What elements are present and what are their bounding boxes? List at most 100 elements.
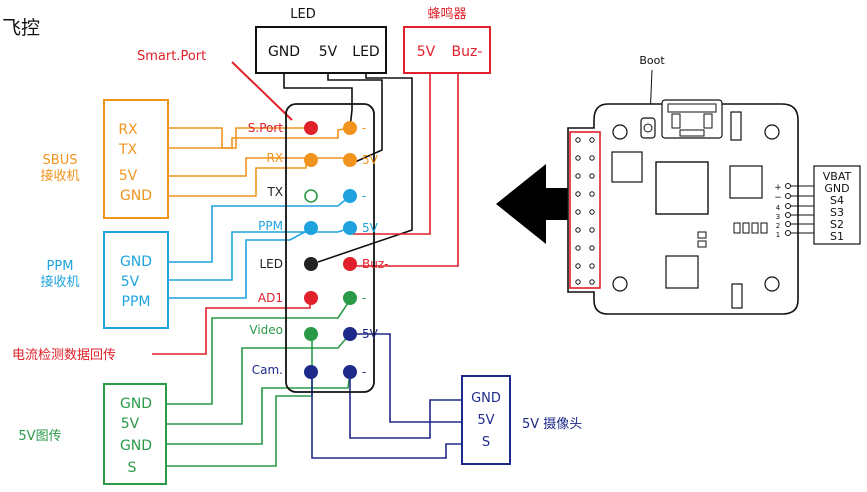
pin-mark-2: 2 [776, 222, 780, 230]
pad-rlabel-8: - [362, 365, 366, 379]
wire-sbus-5v [168, 157, 350, 177]
pad-video-5v [343, 327, 357, 341]
current-label: 电流检测数据回传 [12, 348, 116, 363]
buzzer-pin-buz: Buz- [452, 44, 483, 60]
camera-pin-gnd: GND [471, 391, 501, 406]
led-title: LED [290, 7, 315, 22]
mount-hole-br [764, 276, 780, 292]
mount-hole-tl [612, 124, 628, 140]
wire-buzzer-buz [356, 73, 459, 267]
camera-pin-5v: 5V [477, 413, 494, 428]
pad-cam [304, 365, 318, 379]
sbus-pin-gnd: GND [120, 188, 152, 204]
pad-rx-5v [343, 153, 357, 167]
pad-sport-gnd [343, 121, 357, 135]
boot-button [640, 117, 656, 139]
pad-rlabel-2: 5V [362, 153, 379, 167]
wire-cam-5v [356, 333, 462, 423]
pad-label-tx: TX [266, 185, 283, 199]
sbus-receiver-box [103, 99, 169, 219]
fc-bottom-component [731, 283, 743, 309]
ppm-pin-ppm: PPM [122, 294, 151, 310]
pad-rlabel-1: - [362, 121, 366, 135]
pin-mark-plus: + [774, 183, 782, 193]
direction-arrow-icon [496, 164, 582, 244]
pin-mark-3: 3 [776, 213, 780, 221]
fc-pad-strip [285, 103, 375, 393]
pad-rlabel-4: 5V [362, 221, 379, 235]
vtx-pin-gnd1: GND [120, 396, 152, 412]
pin-mark-minus: − [774, 193, 782, 203]
pad-label-rx: RX [266, 151, 283, 165]
wire-ppm-5v [168, 227, 351, 281]
chip-bottom [665, 255, 699, 289]
pad-label-cam: Cam. [252, 363, 283, 377]
usb-latch-right [703, 113, 713, 129]
pin-mark-1: 1 [776, 231, 780, 239]
usb-port [661, 99, 723, 139]
wire-sbus-gnd [168, 160, 307, 197]
pad-label-sport: S.Port [248, 121, 284, 135]
mount-hole-bl [612, 276, 628, 292]
chip-small-left [611, 151, 643, 183]
wire-ppm-signal [168, 227, 313, 299]
sbus-name-line2: 接收机 [40, 168, 79, 184]
pin-mark-4: 4 [776, 204, 781, 212]
pad-ppm [304, 221, 318, 235]
ppm-name-line2: 接收机 [40, 274, 79, 290]
connector-gnd: GND [824, 182, 849, 195]
connector-s3: S3 [830, 206, 844, 219]
vtx-pin-5v: 5V [121, 416, 140, 432]
ppm-pin-5v: 5V [121, 274, 140, 290]
fc-side-component [730, 111, 742, 141]
pad-ppm-5v [343, 221, 357, 235]
wire-sbus-tx [168, 127, 351, 149]
pad-sport [304, 121, 318, 135]
smartport-pointer [231, 61, 293, 121]
connector-vbat: VBAT [823, 170, 852, 183]
wire-led-gnd [283, 73, 353, 129]
pad-led [304, 257, 318, 271]
chip-small-right [729, 165, 763, 199]
buzzer-pin-5v: 5V [417, 44, 436, 60]
fc-small-pads [733, 222, 768, 234]
pad-buz [343, 257, 357, 271]
wire-vtx-5v [166, 333, 351, 425]
vtx-name: 5V图传 [18, 429, 61, 444]
vtx-pin-gnd2: GND [120, 438, 152, 454]
pad-label-ppm: PPM [258, 219, 283, 233]
sbus-name-line1: SBUS [43, 153, 78, 168]
vtx-pin-s: S [128, 460, 137, 476]
led-pin-led: LED [352, 44, 379, 60]
smd-part-2 [697, 240, 707, 248]
camera-box [461, 375, 511, 465]
pad-video [304, 327, 318, 341]
pad-label-led: LED [259, 257, 283, 271]
camera-name: 5V 摄像头 [522, 417, 582, 432]
boot-button-cap [643, 123, 653, 133]
mount-hole-tr [764, 124, 780, 140]
pad-label-ad1: AD1 [258, 291, 283, 305]
wire-led-5v [327, 73, 383, 163]
pad-rlabel-6: - [362, 291, 366, 305]
title-fragment: 飞控 [2, 17, 40, 39]
fc-board-outline [567, 103, 799, 315]
wire-vtx-gnd2 [166, 371, 351, 445]
led-pin-gnd: GND [268, 44, 300, 60]
pad-rlabel-7: 5V [362, 327, 379, 341]
buzzer-connector-box [403, 26, 491, 74]
pad-label-video: Video [249, 323, 283, 337]
pad-tx-gnd [343, 189, 357, 203]
pad-rlabel-3: - [362, 189, 366, 203]
wire-cam-signal [311, 372, 462, 459]
sbus-pin-5v: 5V [119, 168, 138, 184]
wire-led-signal [317, 73, 413, 263]
fc-pin-header [569, 131, 601, 289]
wire-cam-gnd [349, 372, 462, 439]
sbus-pin-tx: TX [118, 142, 138, 158]
usb-contacts [679, 129, 705, 137]
fc-output-leads [790, 185, 814, 234]
camera-pin-s: S [482, 435, 490, 450]
ppm-name-line1: PPM [47, 259, 74, 274]
